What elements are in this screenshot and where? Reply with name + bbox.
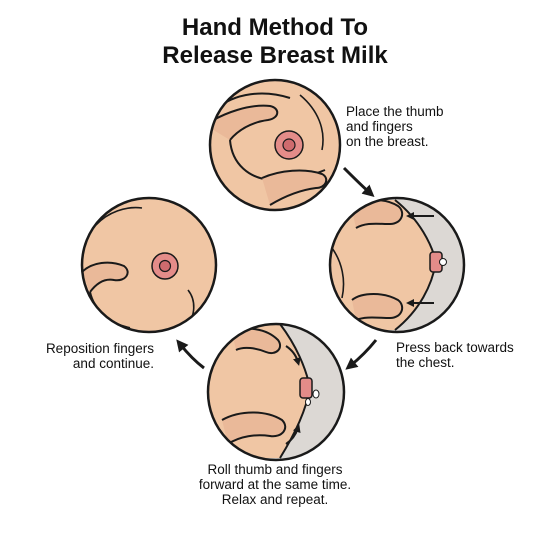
step-4-line-2: and continue. bbox=[72, 356, 154, 371]
roll-arrow-icon bbox=[285, 345, 301, 366]
step-1-illustration bbox=[208, 78, 342, 212]
curved-arrow-icon bbox=[345, 339, 378, 370]
step-1-caption: Place the thumb and fingers on the breas… bbox=[346, 104, 444, 149]
step-1-line-3: on the breast. bbox=[346, 134, 429, 149]
step-2-caption: Press back towards the chest. bbox=[396, 340, 514, 370]
page-title: Hand Method To Release Breast Milk bbox=[0, 14, 550, 70]
step-2-illustration bbox=[328, 196, 466, 334]
step-4-illustration bbox=[80, 196, 218, 334]
title-line-1: Hand Method To bbox=[181, 14, 369, 41]
curved-arrow-icon bbox=[176, 339, 205, 370]
roll-arrow-icon bbox=[285, 424, 301, 445]
step-3-line-2: forward at the same time. bbox=[198, 477, 352, 492]
step-3-line-1: Roll thumb and fingers bbox=[207, 462, 343, 477]
step-1-line-2: and fingers bbox=[346, 119, 413, 134]
step-4-line-1: Reposition fingers bbox=[45, 341, 154, 356]
step-3-line-3: Relax and repeat. bbox=[221, 492, 329, 507]
step-2-line-2: the chest. bbox=[396, 355, 455, 370]
step-2-line-1: Press back towards bbox=[396, 340, 514, 355]
step-1-line-1: Place the thumb bbox=[346, 104, 444, 119]
step-4-caption: Reposition fingers and continue. bbox=[20, 341, 154, 371]
title-line-2: Release Breast Milk bbox=[162, 42, 388, 69]
step-3-caption: Roll thumb and fingers forward at the sa… bbox=[150, 462, 400, 507]
areola bbox=[151, 252, 179, 280]
curved-arrow-icon bbox=[342, 166, 375, 197]
step-3-illustration bbox=[206, 322, 346, 462]
areola bbox=[274, 130, 304, 160]
